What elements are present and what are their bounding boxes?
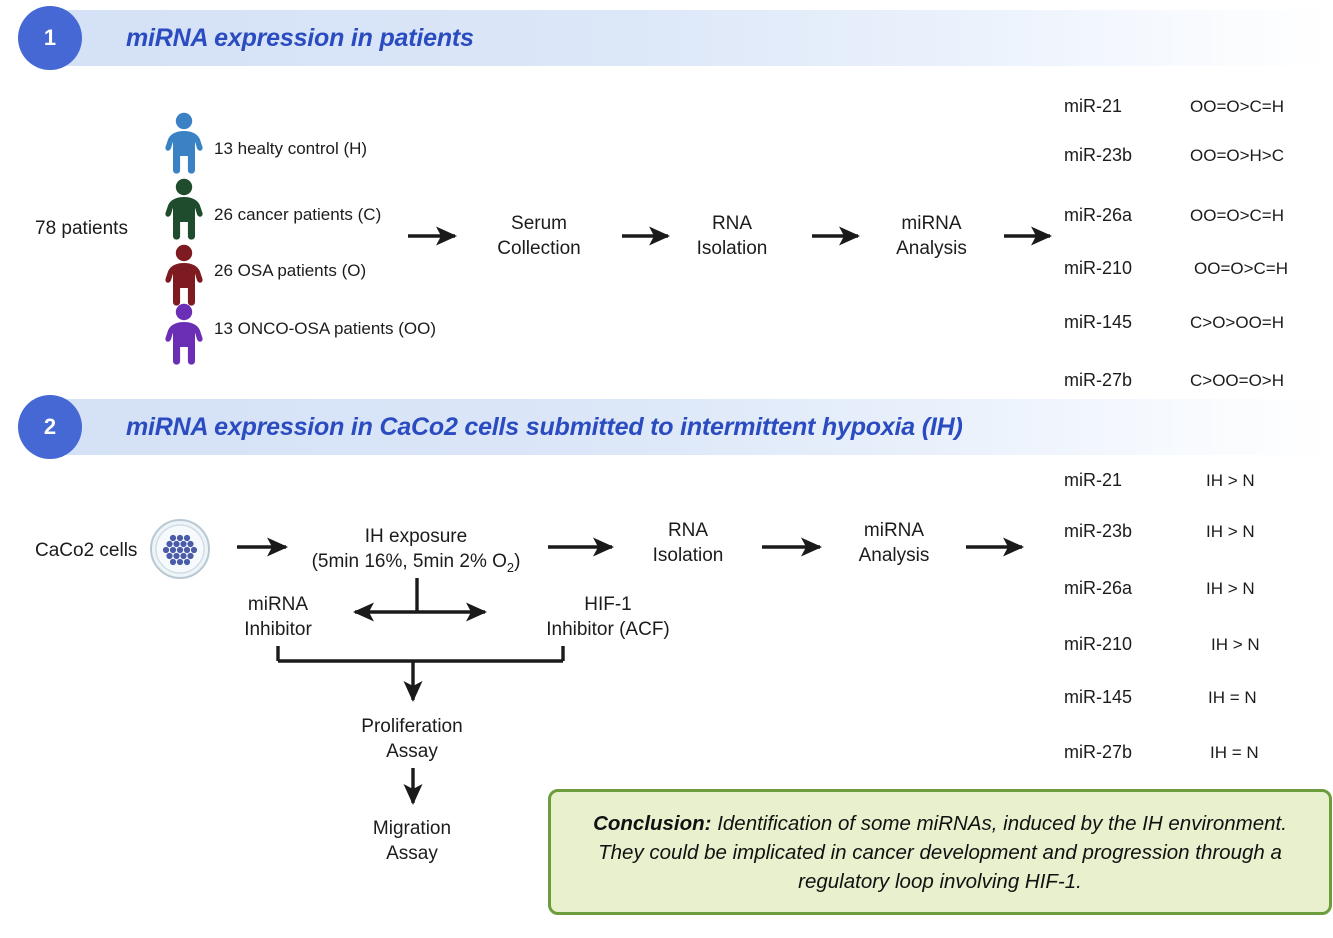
proliferation-assay-node: Proliferation Assay <box>347 714 477 764</box>
result-mirna-name: miR-210 <box>1064 258 1133 278</box>
process-step-line1: miRNA <box>863 520 925 541</box>
ih-exposure-node: IH exposure (5min 16%, 5min 2% O2) <box>300 524 532 580</box>
result-mirna-name: miR-145 <box>1064 312 1133 332</box>
group-label-2: 26 OSA patients (O) <box>214 261 367 280</box>
conclusion-lead: Conclusion: <box>593 811 712 835</box>
process-step-line2: Isolation <box>652 545 724 566</box>
hif1-inhibitor-line2: Inhibitor (ACF) <box>546 619 670 640</box>
person-icon-healthy <box>165 112 203 174</box>
result-comparison: IH > N <box>1206 471 1255 490</box>
result-mirna-name: miR-23b <box>1064 521 1133 541</box>
ih-exposure-line2: (5min 16%, 5min 2% O2) <box>300 549 532 580</box>
section-2-banner: miRNA expression in CaCo2 cells submitte… <box>58 399 1333 455</box>
result-comparison: IH = N <box>1210 743 1259 762</box>
result-mirna-name: miR-26a <box>1064 578 1133 598</box>
process-step-rna-isolation: RNA Isolation <box>677 211 787 261</box>
ih-exposure-line1: IH exposure <box>364 526 468 547</box>
hif1-inhibitor-line1: HIF-1 <box>584 594 632 615</box>
process-step-line1: miRNA <box>901 213 962 234</box>
process-step-mirna-analysis: miRNA Analysis <box>874 211 989 261</box>
section-2-badge: 2 <box>18 395 82 459</box>
process-step-line2: Collection <box>497 238 581 259</box>
mirna-inhibitor-line2: Inhibitor <box>244 619 312 640</box>
process-step-line2: Analysis <box>896 238 967 259</box>
result-comparison: OO=O>H>C <box>1190 146 1285 165</box>
result-comparison: IH > N <box>1206 579 1255 598</box>
process-step-line1: RNA <box>711 213 753 234</box>
result-mirna-name: miR-27b <box>1064 742 1133 762</box>
result-mirna-name: miR-21 <box>1064 96 1123 116</box>
person-icon-osa <box>165 244 203 306</box>
cell-culture-dish-icon <box>150 519 210 579</box>
result-mirna-name: miR-26a <box>1064 205 1133 225</box>
result-comparison: OO=O>C=H <box>1190 206 1285 225</box>
conclusion-text: Conclusion: Identification of some miRNA… <box>571 809 1309 896</box>
result-comparison: IH > N <box>1206 522 1255 541</box>
process-step-line2: Analysis <box>858 545 930 566</box>
result-comparison: IH > N <box>1211 635 1260 654</box>
section-1-title: miRNA expression in patients <box>126 23 474 52</box>
conclusion-box: Conclusion: Identification of some miRNA… <box>548 789 1332 915</box>
result-mirna-name: miR-23b <box>1064 145 1133 165</box>
ih-exposure-line2-pre: (5min 16%, 5min 2% O <box>311 551 507 572</box>
process-step-serum-collection: Serum Collection <box>476 211 602 261</box>
result-mirna-name: miR-210 <box>1064 634 1133 654</box>
assay-line1: Proliferation <box>361 716 463 737</box>
group-label-1: 26 cancer patients (C) <box>214 205 382 224</box>
group-label-0: 13 healty control (H) <box>214 139 368 158</box>
result-comparison: C>O>OO=H <box>1190 313 1285 332</box>
mirna-inhibitor-node: miRNA Inhibitor <box>218 592 338 642</box>
process-step-line1: Serum <box>511 213 567 234</box>
result-comparison: IH = N <box>1208 688 1257 707</box>
result-comparison: OO=O>C=H <box>1194 259 1289 278</box>
result-mirna-name: miR-27b <box>1064 370 1133 390</box>
group-label-3: 13 ONCO-OSA patients (OO) <box>214 319 437 338</box>
assay-line2: Assay <box>386 843 438 864</box>
result-mirna-name: miR-145 <box>1064 687 1133 707</box>
result-comparison: OO=O>C=H <box>1190 97 1285 116</box>
caco2-source-label: CaCo2 cells <box>35 540 138 561</box>
assay-line2: Assay <box>386 741 438 762</box>
migration-assay-node: Migration Assay <box>347 816 477 866</box>
process-step-mirna-analysis-2: miRNA Analysis <box>836 518 952 568</box>
ih-exposure-line2-post: ) <box>514 551 521 572</box>
mirna-inhibitor-line1: miRNA <box>247 594 309 615</box>
person-icon-onco-osa <box>165 303 203 365</box>
process-step-rna-isolation-2: RNA Isolation <box>630 518 746 568</box>
result-mirna-name: miR-21 <box>1064 470 1123 490</box>
cohort-total-label: 78 patients <box>35 218 128 239</box>
section-1-badge: 1 <box>18 6 82 70</box>
section-1-banner: miRNA expression in patients <box>58 10 1333 66</box>
section-2-title: miRNA expression in CaCo2 cells submitte… <box>126 412 963 441</box>
result-comparison: C>OO=O>H <box>1190 371 1285 390</box>
oxygen-subscript: 2 <box>506 559 515 575</box>
conclusion-body: Identification of some miRNAs, induced b… <box>598 811 1287 893</box>
process-step-line2: Isolation <box>696 238 768 259</box>
process-step-line1: RNA <box>667 520 709 541</box>
person-icon-cancer <box>165 178 203 240</box>
hif1-inhibitor-node: HIF-1 Inhibitor (ACF) <box>520 592 696 642</box>
assay-line1: Migration <box>372 818 452 839</box>
